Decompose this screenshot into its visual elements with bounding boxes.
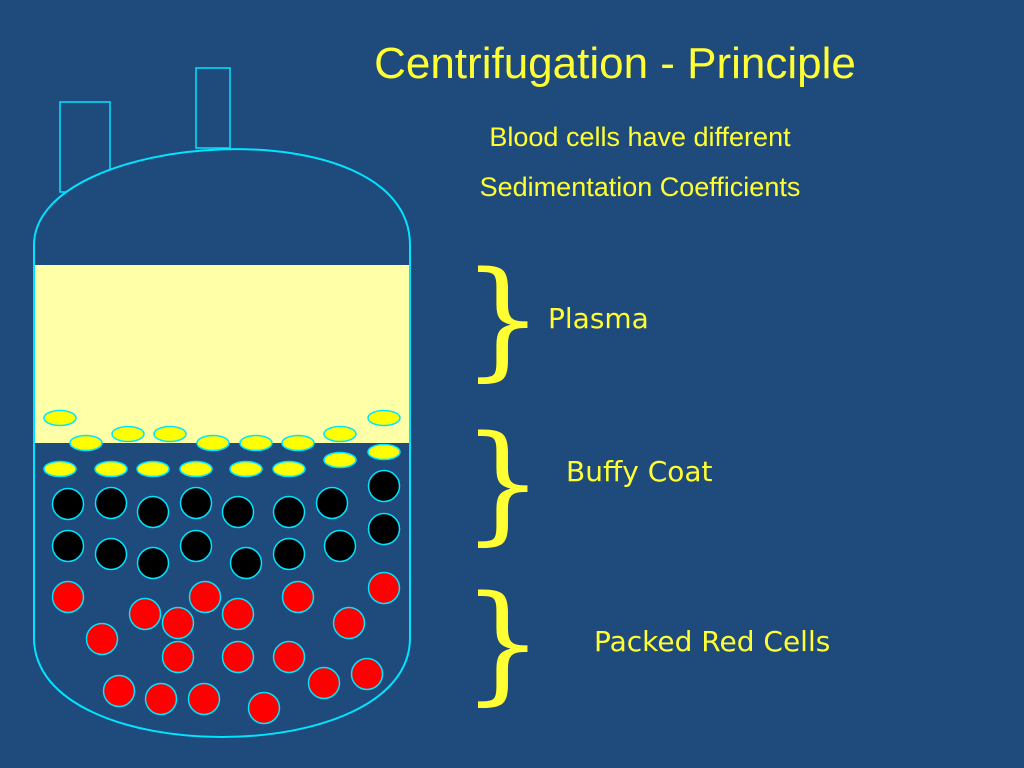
platelet xyxy=(94,460,128,478)
white-blood-cell xyxy=(323,529,357,563)
white-blood-cell xyxy=(179,486,213,520)
platelet xyxy=(281,434,315,452)
red-blood-cell xyxy=(102,674,136,708)
platelet xyxy=(136,460,170,478)
platelet xyxy=(229,460,263,478)
red-blood-cell xyxy=(272,640,306,674)
red-blood-cell xyxy=(350,657,384,691)
red-cells-label: Packed Red Cells xyxy=(594,625,831,658)
red-blood-cell xyxy=(85,622,119,656)
inlet-tube-right xyxy=(195,67,231,149)
red-blood-cell xyxy=(128,597,162,631)
slide-title: Centrifugation - Principle xyxy=(374,39,856,88)
red-blood-cell xyxy=(332,606,366,640)
red-cells-brace: } xyxy=(462,569,544,718)
subtitle-line-1: Blood cells have different xyxy=(489,122,791,152)
platelet xyxy=(69,434,103,452)
platelet xyxy=(196,434,230,452)
white-blood-cell xyxy=(272,537,306,571)
platelet xyxy=(367,443,401,461)
buffy-coat-brace: } xyxy=(462,409,544,558)
red-blood-cell xyxy=(221,597,255,631)
platelet xyxy=(272,460,306,478)
platelet xyxy=(179,460,213,478)
buffy-coat-label: Buffy Coat xyxy=(566,455,713,488)
platelet xyxy=(323,451,357,469)
platelet xyxy=(43,460,77,478)
white-blood-cell xyxy=(272,495,306,529)
platelet xyxy=(111,425,145,443)
platelet xyxy=(323,425,357,443)
white-blood-cell xyxy=(221,495,255,529)
red-cell-group xyxy=(51,571,401,725)
platelet xyxy=(367,409,401,427)
white-blood-cell xyxy=(229,546,263,580)
red-blood-cell xyxy=(51,580,85,614)
plasma-layer xyxy=(34,265,410,443)
red-blood-cell xyxy=(188,580,222,614)
red-blood-cell xyxy=(161,606,195,640)
white-blood-cell xyxy=(367,512,401,546)
container-outline xyxy=(33,148,411,738)
red-blood-cell xyxy=(144,682,178,716)
white-blood-cell xyxy=(136,546,170,580)
platelet xyxy=(153,425,187,443)
platelet-group xyxy=(43,409,401,478)
white-blood-cell xyxy=(51,529,85,563)
platelet xyxy=(239,434,273,452)
white-blood-cell xyxy=(51,487,85,521)
white-cell-group xyxy=(51,469,401,580)
red-blood-cell xyxy=(247,691,281,725)
white-blood-cell xyxy=(94,486,128,520)
white-blood-cell xyxy=(179,529,213,563)
white-blood-cell xyxy=(136,495,170,529)
red-blood-cell xyxy=(221,640,255,674)
red-blood-cell xyxy=(161,640,195,674)
red-blood-cell xyxy=(281,580,315,614)
subtitle-line-2: Sedimentation Coefficients xyxy=(479,172,801,202)
plasma-brace: } xyxy=(462,245,544,394)
platelet xyxy=(43,409,77,427)
red-blood-cell xyxy=(307,666,341,700)
red-blood-cell xyxy=(367,571,401,605)
plasma-label: Plasma xyxy=(548,302,649,335)
red-blood-cell xyxy=(187,682,221,716)
white-blood-cell xyxy=(367,469,401,503)
white-blood-cell xyxy=(315,486,349,520)
white-blood-cell xyxy=(94,537,128,571)
